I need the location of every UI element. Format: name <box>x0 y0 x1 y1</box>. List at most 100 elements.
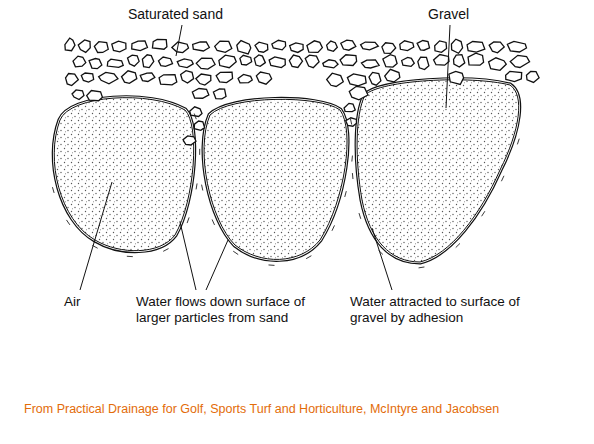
sand-grain <box>449 71 464 84</box>
sand-grain <box>347 74 366 86</box>
sand-grain <box>256 72 271 84</box>
sand-grain <box>181 71 194 83</box>
flow-dash <box>202 185 203 191</box>
sand-grain <box>269 57 285 68</box>
sand-grain <box>65 38 75 51</box>
sand-grain <box>159 75 177 85</box>
water-film <box>357 80 519 262</box>
gravel-particle <box>204 99 347 259</box>
flow-dash <box>187 217 189 223</box>
sand-grain <box>240 55 252 65</box>
sand-grain <box>272 40 286 50</box>
sand-grain <box>402 57 415 66</box>
sand-grain <box>400 41 414 51</box>
sand-grain <box>122 71 137 84</box>
sand-grain <box>183 136 196 145</box>
sand-grain <box>87 90 103 100</box>
sand-grain <box>323 60 338 68</box>
flow-dash <box>194 114 196 120</box>
flow-dash <box>163 249 168 252</box>
annotation-label: Water attracted to surface of gravel by … <box>350 294 525 326</box>
sand-grain <box>305 55 319 68</box>
annotation-label: Water flows down surface of larger parti… <box>136 294 336 326</box>
leader-line <box>446 25 450 108</box>
flow-dash <box>212 219 214 224</box>
sand-grain <box>327 73 344 86</box>
sand-grain <box>361 42 379 50</box>
sand-grain <box>344 103 355 111</box>
sand-grain <box>254 55 265 66</box>
sand-grain <box>383 55 397 67</box>
water-film <box>54 98 194 251</box>
sand-grain <box>215 41 232 52</box>
sand-grain <box>196 58 215 69</box>
sand-grain <box>417 41 429 51</box>
source-caption: From Practical Drainage for Golf, Sports… <box>24 402 572 418</box>
sand-grain <box>307 41 322 53</box>
sand-grain <box>172 42 189 53</box>
sand-grain <box>489 42 504 53</box>
layer-label: Saturated sand <box>128 6 258 23</box>
water-flow-marks <box>52 114 519 268</box>
sand-grain <box>454 55 465 67</box>
sand-grain <box>418 57 429 69</box>
sand-grain <box>140 73 155 82</box>
flow-dash <box>501 176 504 181</box>
sand-grain <box>238 74 252 82</box>
sand-grain <box>73 56 86 67</box>
sand-grain <box>451 39 462 53</box>
sand-grain <box>72 90 84 100</box>
sand-grain <box>190 107 202 117</box>
sand-grain <box>219 55 236 68</box>
sand-grain <box>506 71 522 81</box>
water-film <box>204 99 347 259</box>
gravel-particles <box>54 80 519 262</box>
sand-grain <box>327 41 338 51</box>
flow-dash <box>52 187 54 193</box>
sand-grain <box>290 43 303 53</box>
sand-grain <box>81 73 93 82</box>
sand-grain <box>128 55 140 66</box>
sand-grain <box>526 71 539 82</box>
leader-line <box>80 182 112 290</box>
sand-grain <box>196 74 211 85</box>
flow-dash <box>350 119 351 125</box>
annotation-label: Air <box>64 294 104 310</box>
flow-dash <box>196 183 198 189</box>
sand-grain <box>435 41 447 52</box>
sand-grain <box>382 43 396 54</box>
flow-dash <box>332 225 335 230</box>
sand-grain <box>346 118 357 126</box>
sand-grain <box>112 41 126 52</box>
flow-dash <box>199 149 200 155</box>
sand-grain <box>216 72 232 82</box>
flow-dash <box>306 256 311 259</box>
sand-grain <box>78 40 90 53</box>
sand-grain <box>361 60 379 68</box>
sand-grain <box>468 53 484 65</box>
flow-dash <box>482 211 485 216</box>
flow-dash <box>351 156 353 162</box>
sand-grain <box>213 89 226 99</box>
sand-grain <box>194 121 204 130</box>
sand-grain <box>89 59 102 69</box>
flow-dash <box>352 173 354 179</box>
flow-dash <box>517 139 519 145</box>
flow-dash <box>233 251 238 254</box>
flow-dash <box>345 191 347 197</box>
sand-grain <box>177 59 193 68</box>
flow-dash <box>359 213 361 219</box>
sand-grain <box>255 42 268 52</box>
sand-grain <box>349 86 368 99</box>
sand-grain <box>132 41 148 51</box>
sand-grain <box>192 89 209 99</box>
flow-dash <box>419 266 425 268</box>
flow-dash <box>456 243 460 247</box>
water-film <box>357 80 519 262</box>
flow-dash <box>66 220 69 225</box>
leader-line <box>372 228 392 290</box>
sand-grain <box>385 69 400 82</box>
sand-grain <box>507 41 526 52</box>
